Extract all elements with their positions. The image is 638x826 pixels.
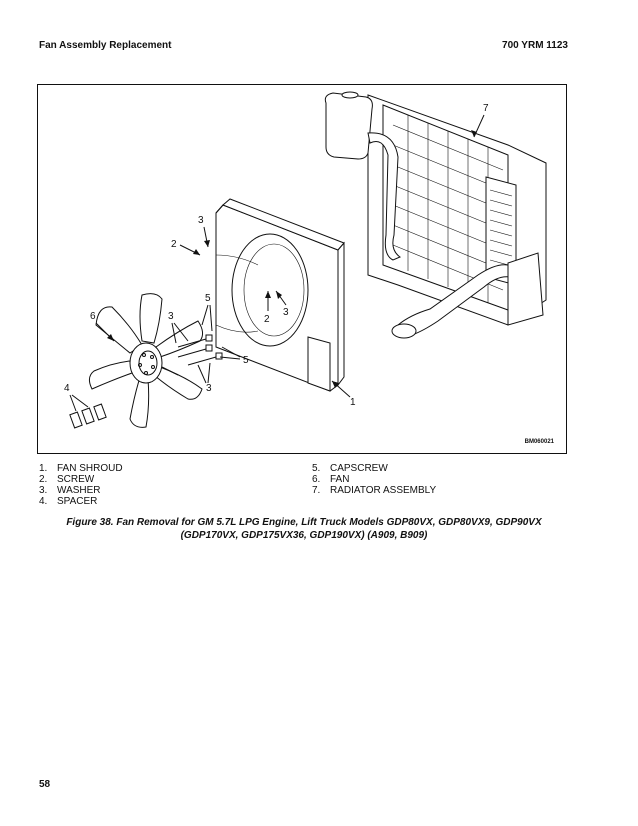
svg-text:5: 5 [205, 293, 211, 304]
legend-number: 2. [39, 474, 48, 485]
legend-number: 3. [39, 485, 48, 496]
svg-text:6: 6 [90, 311, 96, 322]
legend-label: FAN [330, 474, 350, 485]
legend-item: 4. SPACER [39, 496, 123, 507]
callout-3-shroud: 3 [275, 290, 289, 318]
svg-text:2: 2 [264, 314, 270, 325]
callout-1: 1 [331, 380, 356, 408]
parts-legend-right: 5. CAPSCREW 6. FAN 7. RADIATOR ASSEMBLY [312, 463, 436, 496]
svg-text:4: 4 [64, 383, 70, 394]
fan-shroud-drawing [215, 198, 345, 392]
fan-removal-diagram: 7 3 2 6 3 5 2 [64, 91, 547, 429]
section-title: Fan Assembly Replacement [39, 40, 172, 51]
radiator-assembly-drawing [324, 91, 547, 339]
legend-item: 5. CAPSCREW [312, 463, 436, 474]
svg-text:3: 3 [168, 311, 174, 322]
figure-code: BM060021 [524, 439, 554, 445]
legend-item: 2. SCREW [39, 474, 123, 485]
figure-caption: Figure 38. Fan Removal for GM 5.7L LPG E… [39, 516, 569, 542]
callout-5-lower: 5 [219, 346, 249, 366]
callout-2-upper: 2 [171, 239, 201, 256]
figure-caption-line-2: (GDP170VX, GDP175VX36, GDP190VX) (A909, … [180, 530, 428, 541]
parts-legend-left: 1. FAN SHROUD 2. SCREW 3. WASHER 4. SPAC… [39, 463, 123, 507]
legend-number: 1. [39, 463, 48, 474]
document-code: 700 YRM 1123 [502, 40, 568, 51]
legend-label: WASHER [57, 485, 101, 496]
callout-6: 6 [90, 311, 115, 342]
fan-drawing [88, 293, 204, 428]
callout-5-upper: 5 [201, 293, 213, 332]
legend-number: 4. [39, 496, 48, 507]
legend-label: SPACER [57, 496, 98, 507]
callout-3-mid-left: 3 [168, 311, 189, 344]
svg-text:3: 3 [198, 215, 204, 226]
legend-label: FAN SHROUD [57, 463, 123, 474]
callout-4: 4 [64, 383, 89, 412]
legend-label: RADIATOR ASSEMBLY [330, 485, 437, 496]
callout-3-upper: 3 [198, 215, 210, 248]
figure-illustration: 7 3 2 6 3 5 2 [37, 84, 567, 454]
legend-number: 6. [312, 474, 321, 485]
legend-number: 5. [312, 463, 321, 474]
svg-text:1: 1 [350, 397, 356, 408]
capscrew-drawing [177, 334, 223, 366]
legend-item: 3. WASHER [39, 485, 123, 496]
svg-text:7: 7 [483, 103, 489, 114]
legend-number: 7. [312, 485, 321, 496]
legend-item: 7. RADIATOR ASSEMBLY [312, 485, 436, 496]
callout-2-lower: 2 [264, 291, 271, 325]
legend-item: 1. FAN SHROUD [39, 463, 123, 474]
spacer-drawing [69, 403, 107, 429]
legend-label: CAPSCREW [330, 463, 388, 474]
callout-7: 7 [471, 103, 489, 138]
svg-text:3: 3 [283, 307, 289, 318]
callout-3-lower: 3 [197, 362, 212, 394]
legend-item: 6. FAN [312, 474, 436, 485]
svg-text:2: 2 [171, 239, 177, 250]
legend-label: SCREW [57, 474, 95, 485]
figure-caption-line-1: Figure 38. Fan Removal for GM 5.7L LPG E… [66, 517, 542, 528]
page-number: 58 [39, 779, 51, 790]
svg-text:3: 3 [206, 383, 212, 394]
svg-text:5: 5 [243, 355, 249, 366]
